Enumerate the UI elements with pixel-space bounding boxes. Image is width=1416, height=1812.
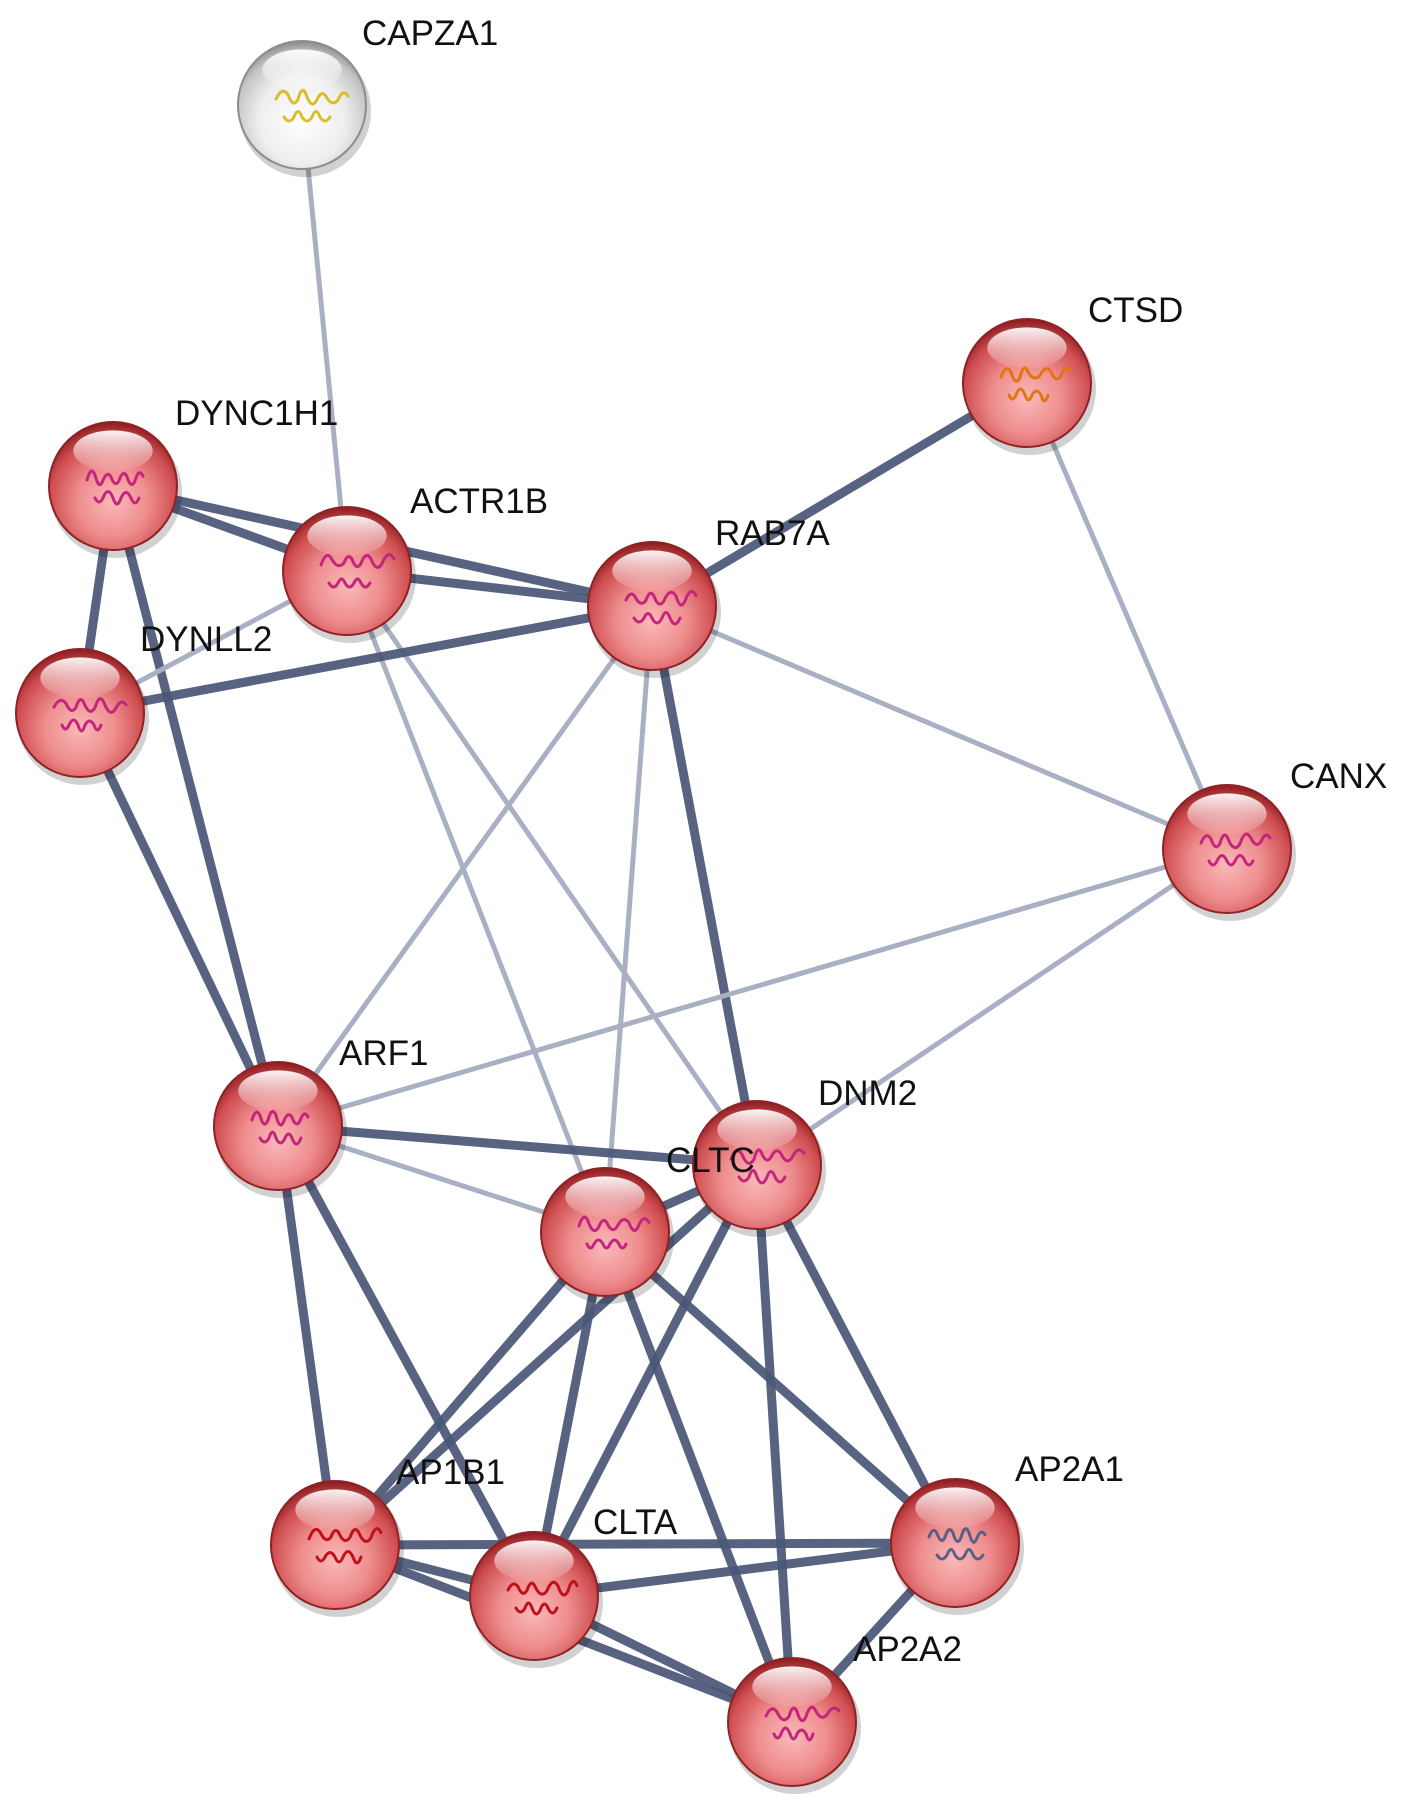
protein-structure-magenta-icon xyxy=(624,589,698,626)
edge-rab7a-dnm2 xyxy=(647,605,762,1166)
edge-dnm2-ap1b1 xyxy=(331,1161,761,1549)
edge-ap1b1-ap2a1 xyxy=(334,1538,956,1550)
edge-arf1-ap1b1 xyxy=(273,1125,340,1546)
node-highlight xyxy=(307,515,387,557)
edge-dnm2-ap2a2 xyxy=(752,1164,797,1723)
edge-rab7a-arf1 xyxy=(275,604,655,1128)
protein-structure-magenta-icon xyxy=(52,697,128,733)
edge-dnm2-ap2a1 xyxy=(753,1162,959,1546)
node-label-cltc: CLTC xyxy=(666,1141,755,1180)
edge-actr1b-dnm2 xyxy=(344,569,760,1167)
node-label-capza1: CAPZA1 xyxy=(362,14,498,53)
edge-dynll2-arf1 xyxy=(75,711,283,1128)
edge-dync1h1-arf1 xyxy=(108,484,283,1128)
edge-rab7a-cltc xyxy=(602,605,655,1233)
node-highlight xyxy=(915,1487,995,1529)
edge-dnm2-clta xyxy=(530,1162,761,1599)
edge-arf1-clta xyxy=(274,1123,538,1599)
node-clta[interactable]: CLTA xyxy=(469,1503,678,1668)
protein-structure-orange-icon xyxy=(999,366,1072,403)
edge-cltc-ap1b1 xyxy=(331,1229,609,1548)
node-label-arf1: ARF1 xyxy=(339,1034,428,1073)
edge-cltc-ap2a1 xyxy=(602,1228,958,1547)
protein-structure-magenta-icon xyxy=(319,553,396,589)
protein-structure-magenta-icon xyxy=(764,1705,841,1742)
edge-canx-arf1 xyxy=(277,846,1228,1129)
node-highlight xyxy=(752,1666,832,1708)
node-ap2a1[interactable]: AP2A1 xyxy=(890,1450,1124,1615)
node-highlight xyxy=(238,1070,318,1112)
protein-structure-navy-icon xyxy=(927,1527,987,1561)
protein-structure-red-icon xyxy=(506,1579,579,1616)
node-label-ap2a2: AP2A2 xyxy=(853,1630,962,1669)
node-ap2a2[interactable]: AP2A2 xyxy=(727,1630,962,1794)
node-label-ctsd: CTSD xyxy=(1088,291,1183,330)
node-label-dynll2: DYNLL2 xyxy=(140,620,272,659)
node-actr1b[interactable]: ACTR1B xyxy=(282,482,548,643)
node-highlight xyxy=(295,1489,375,1531)
edge-arf1-dnm2 xyxy=(277,1121,758,1170)
protein-structure-magenta-icon xyxy=(85,469,145,506)
protein-structure-magenta-icon xyxy=(250,1109,310,1146)
edge-clta-ap2a1 xyxy=(533,1538,956,1601)
edge-rab7a-canx xyxy=(651,603,1228,852)
edge-cltc-ap2a2 xyxy=(600,1230,797,1724)
node-label-canx: CANX xyxy=(1290,757,1387,796)
node-ctsd[interactable]: CTSD xyxy=(962,291,1183,455)
node-rab7a[interactable]: RAB7A xyxy=(587,514,830,678)
node-highlight xyxy=(494,1540,574,1582)
node-label-ap2a1: AP2A1 xyxy=(1015,1450,1124,1489)
node-label-actr1b: ACTR1B xyxy=(410,482,548,521)
node-highlight xyxy=(40,657,120,699)
protein-structure-red-icon xyxy=(307,1527,383,1565)
node-dynll2[interactable]: DYNLL2 xyxy=(15,620,272,785)
edge-dynll2-rab7a xyxy=(79,601,653,718)
edge-canx-dnm2 xyxy=(755,846,1229,1168)
edge-ctsd-canx xyxy=(1024,382,1230,850)
node-highlight xyxy=(73,430,153,472)
protein-structure-magenta-icon xyxy=(577,1215,651,1250)
edge-ctsd-rab7a xyxy=(649,379,1030,610)
edge-capza1-actr1b xyxy=(299,104,350,572)
node-ap1b1[interactable]: AP1B1 xyxy=(270,1453,505,1617)
node-highlight xyxy=(1187,793,1267,835)
node-label-ap1b1: AP1B1 xyxy=(396,1453,505,1492)
node-label-dnm2: DNM2 xyxy=(818,1074,917,1113)
node-highlight xyxy=(565,1176,645,1218)
node-highlight xyxy=(987,327,1067,369)
node-label-rab7a: RAB7A xyxy=(715,514,830,553)
edge-actr1b-cltc xyxy=(344,570,608,1233)
node-highlight xyxy=(262,49,342,91)
node-capza1[interactable]: CAPZA1 xyxy=(237,14,498,177)
node-canx[interactable]: CANX xyxy=(1162,757,1387,921)
protein-structure-magenta-icon xyxy=(729,1148,806,1185)
protein-structure-yellow-icon xyxy=(274,88,350,123)
node-highlight xyxy=(717,1109,797,1151)
node-label-dync1h1: DYNC1H1 xyxy=(175,394,338,433)
node-cltc[interactable]: CLTC xyxy=(540,1141,755,1304)
node-highlight xyxy=(612,550,692,592)
protein-structure-magenta-icon xyxy=(1199,832,1272,867)
node-label-clta: CLTA xyxy=(593,1503,678,1542)
node-dync1h1[interactable]: DYNC1H1 xyxy=(48,394,338,558)
node-dnm2[interactable]: DNM2 xyxy=(692,1074,917,1237)
node-arf1[interactable]: ARF1 xyxy=(213,1034,428,1198)
